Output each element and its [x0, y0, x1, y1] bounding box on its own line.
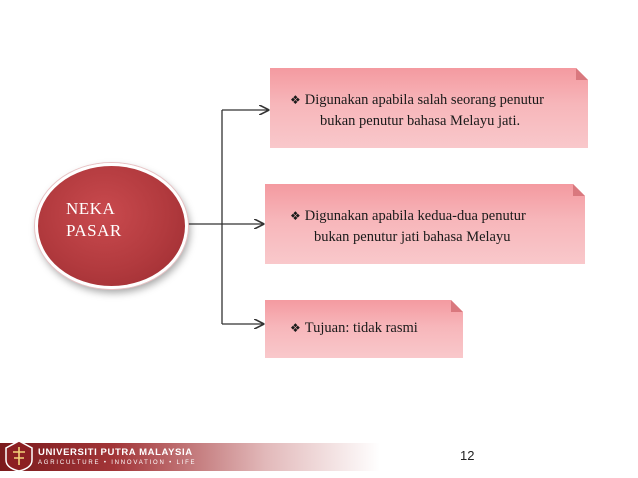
- info-box-3: [265, 300, 463, 358]
- info-box-2-line1: Digunakan apabila kedua-dua penutur: [304, 208, 526, 224]
- page-number: 12: [460, 448, 475, 463]
- university-name: UNIVERSITI PUTRA MALAYSIA: [38, 447, 193, 458]
- footer-band: [0, 443, 380, 471]
- info-box-3-line1: Tujuan: tidak rasmi: [304, 320, 418, 336]
- diamond-bullet-icon: ❖: [290, 93, 301, 107]
- hub-circle: [35, 163, 188, 289]
- diamond-bullet-icon: ❖: [290, 321, 301, 335]
- info-box-1: [270, 68, 588, 148]
- info-box-2-line2: bukan penutur jati bahasa Melayu: [314, 229, 511, 245]
- info-box-3-text: ❖Tujuan: tidak rasmi: [290, 318, 418, 339]
- diamond-bullet-icon: ❖: [290, 209, 301, 223]
- hub-label-line1: NEKA: [66, 199, 116, 218]
- hub-label-line2: PASAR: [66, 221, 122, 240]
- hub-label: NEKA PASAR: [66, 198, 166, 242]
- info-box-1-line2: bukan penutur bahasa Melayu jati.: [320, 113, 521, 129]
- info-box-1-line1: Digunakan apabila salah seorang penutur: [304, 92, 544, 108]
- university-tagline: AGRICULTURE • INNOVATION • LIFE: [38, 460, 197, 466]
- info-box-2: [265, 184, 585, 264]
- university-logo-icon: [5, 440, 33, 472]
- info-box-2-text: ❖Digunakan apabila kedua-dua penutur buk…: [290, 206, 526, 248]
- info-box-1-text: ❖Digunakan apabila salah seorang penutur…: [290, 90, 544, 132]
